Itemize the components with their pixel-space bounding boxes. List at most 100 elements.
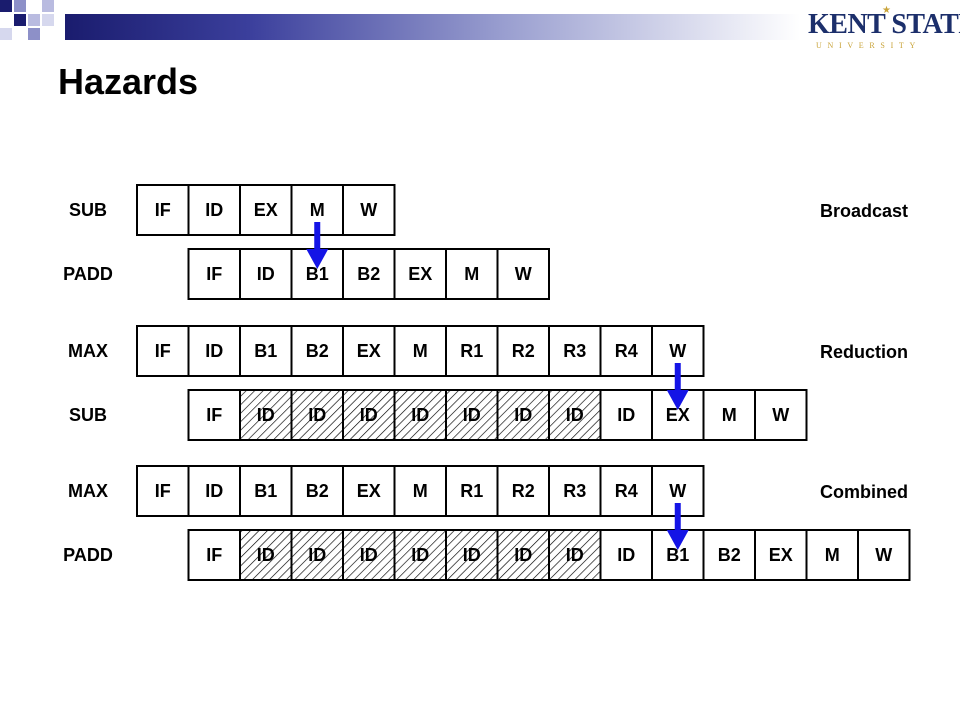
stage-label: EX: [357, 341, 381, 361]
stage-label: B1: [254, 341, 277, 361]
stage-label: B2: [718, 545, 741, 565]
stall-cell: [342, 529, 396, 581]
stage-cell: [136, 325, 190, 377]
stage-cell: [496, 465, 550, 517]
stage-label: EX: [357, 481, 381, 501]
stall-cell: [445, 529, 499, 581]
stage-label: ID: [566, 405, 584, 425]
stage-cell: [393, 465, 447, 517]
logo-wordmark: KENT STATE®: [808, 8, 960, 44]
slide-title: Hazards: [58, 61, 199, 102]
stage-cell: [548, 465, 602, 517]
stage-cell: [445, 248, 499, 300]
stage-label: W: [515, 264, 532, 284]
stage-cell: [239, 184, 293, 236]
group-label: Combined: [820, 482, 908, 502]
stall-cell: [290, 529, 344, 581]
header-gradient-bar: [65, 14, 800, 40]
stage-label: IF: [206, 545, 222, 565]
stage-label: W: [772, 405, 789, 425]
instruction-label: SUB: [69, 405, 107, 425]
stage-label: EX: [254, 200, 278, 220]
stage-cell: [187, 529, 241, 581]
stage-label: M: [722, 405, 737, 425]
stage-label: W: [875, 545, 892, 565]
stage-label: R4: [615, 481, 638, 501]
logo-main-text: KENT STATE: [808, 9, 960, 40]
stage-label: ID: [617, 405, 635, 425]
stage-label: ID: [308, 405, 326, 425]
stage-label: B2: [306, 481, 329, 501]
stage-label: ID: [205, 200, 223, 220]
stage-cell: [342, 325, 396, 377]
logo-star-icon: ★: [882, 5, 891, 16]
stage-cell: [342, 465, 396, 517]
header-square: [14, 14, 26, 26]
stage-label: ID: [411, 405, 429, 425]
stage-label: EX: [408, 264, 432, 284]
stage-label: R3: [563, 481, 586, 501]
header-square: [28, 14, 40, 26]
stage-cell: [239, 465, 293, 517]
stall-cell: [239, 529, 293, 581]
stall-cell: [496, 389, 550, 441]
stage-label: M: [310, 200, 325, 220]
stage-cell: [187, 184, 241, 236]
stage-cell: [187, 248, 241, 300]
stage-label: B1: [306, 264, 329, 284]
stall-cell: [342, 389, 396, 441]
stage-label: R1: [460, 341, 483, 361]
stage-label: ID: [360, 545, 378, 565]
stage-cell: [393, 248, 447, 300]
stage-cell: [445, 465, 499, 517]
stage-cell: [187, 325, 241, 377]
stage-cell: [342, 184, 396, 236]
forwarding-arrow-head: [666, 390, 689, 410]
stage-label: B1: [666, 545, 689, 565]
stage-cell: [290, 325, 344, 377]
header-square: [0, 0, 12, 12]
logo-subtitle: UNIVERSITY: [816, 41, 921, 50]
instruction-label: PADD: [63, 545, 113, 565]
stage-label: ID: [205, 481, 223, 501]
instruction-label: PADD: [63, 264, 113, 284]
header-square: [14, 0, 26, 12]
group-label: Reduction: [820, 342, 908, 362]
stage-cell: [136, 184, 190, 236]
stage-label: ID: [257, 264, 275, 284]
instruction-label: MAX: [68, 341, 108, 361]
stage-cell: [187, 389, 241, 441]
stage-label: ID: [411, 545, 429, 565]
header-square: [0, 28, 12, 40]
stage-label: ID: [514, 545, 532, 565]
stage-cell: [239, 248, 293, 300]
stage-label: ID: [617, 545, 635, 565]
stage-label: M: [464, 264, 479, 284]
stall-cell: [239, 389, 293, 441]
stage-label: R2: [512, 481, 535, 501]
stage-label: EX: [769, 545, 793, 565]
kent-state-logo: ★ KENT STATE® UNIVERSITY: [808, 5, 960, 52]
stage-cell: [599, 529, 653, 581]
forwarding-arrow-head: [306, 249, 329, 269]
stage-label: W: [669, 481, 686, 501]
stage-label: IF: [206, 264, 222, 284]
stage-cell: [754, 389, 808, 441]
stage-label: ID: [205, 341, 223, 361]
stall-cell: [548, 389, 602, 441]
stage-label: B2: [357, 264, 380, 284]
stage-cell: [805, 529, 859, 581]
stage-label: R2: [512, 341, 535, 361]
stage-label: R3: [563, 341, 586, 361]
stage-cell: [290, 465, 344, 517]
stall-cell: [548, 529, 602, 581]
stage-label: ID: [514, 405, 532, 425]
stage-label: IF: [206, 405, 222, 425]
stage-label: B2: [306, 341, 329, 361]
stage-cell: [702, 529, 756, 581]
forwarding-arrow-head: [666, 530, 689, 550]
stage-label: ID: [257, 545, 275, 565]
stage-label: M: [825, 545, 840, 565]
header-square: [28, 28, 40, 40]
